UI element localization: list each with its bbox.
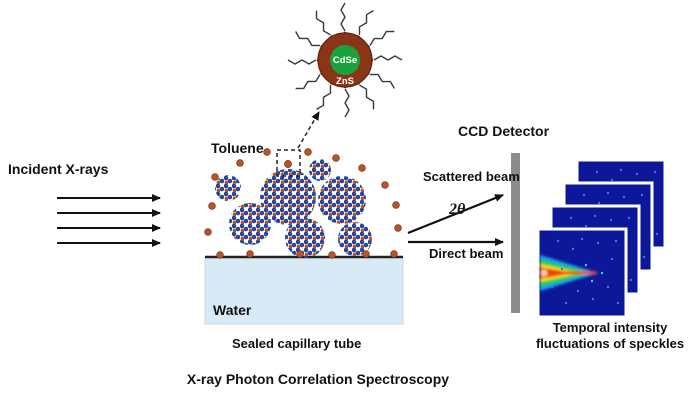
zoom-dashed-box [276, 149, 301, 177]
speckle-caption: Temporal intensity fluctuations of speck… [520, 320, 700, 353]
capillary-label: Sealed capillary tube [232, 336, 362, 351]
scattered-beam-arrow [407, 193, 504, 235]
free-nanoparticles [204, 148, 402, 259]
water-fill [204, 257, 404, 325]
diagram-title: X-ray Photon Correlation Spectroscopy [186, 371, 450, 387]
core-circle [330, 45, 360, 75]
core-label-text: CdSe [333, 55, 357, 66]
nanoparticle-schematic: CdSe ZnS [287, 2, 403, 118]
water-label: Water [213, 302, 252, 318]
incident-xray-arrows [57, 194, 161, 247]
capillary-tube [204, 255, 404, 325]
toluene-label: Toluene [211, 140, 264, 156]
scattered-beam-label: Scattered beam [423, 169, 520, 184]
speckle-caption-line2: fluctuations of speckles [535, 336, 685, 352]
direct-beam-label: Direct beam [429, 246, 504, 261]
speckle-frame-stack [538, 160, 665, 317]
nanoparticle-clusters [215, 159, 372, 258]
shell-label-text: ZnS [336, 76, 354, 87]
two-theta-label: 2θ [449, 201, 466, 218]
zoom-dashed-arrow [297, 111, 320, 149]
ccd-detector-bar [511, 153, 520, 313]
incident-xrays-label: Incident X-rays [8, 161, 109, 177]
speckle-caption-line1: Temporal intensity [552, 320, 668, 335]
ccd-detector-label: CCD Detector [458, 123, 550, 139]
